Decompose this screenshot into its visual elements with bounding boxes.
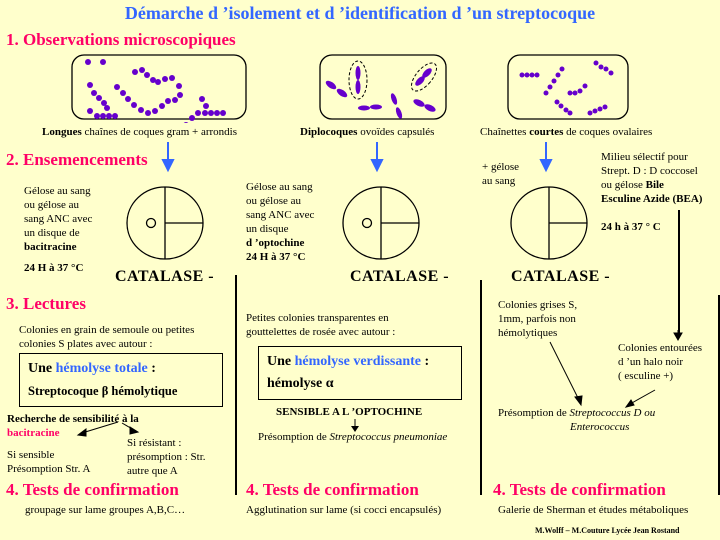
petri-dishes xyxy=(126,186,588,260)
slide-diplococci xyxy=(319,54,447,120)
antibiotic-disc xyxy=(361,217,373,229)
diplococci xyxy=(325,60,438,119)
credit: M.Wolff – M.Couture Lycée Jean Rostand xyxy=(535,526,680,535)
catalase-col3: CATALASE - xyxy=(511,268,611,285)
sensitivity-test: Recherche de sensibilité à la bacitracin… xyxy=(7,413,139,439)
microscopy-slides xyxy=(71,54,629,123)
catalase-col2: CATALASE - xyxy=(350,268,450,285)
blue-arrows xyxy=(161,142,553,173)
caption-short-chains: Chaînettes courtes de coques ovalaires xyxy=(480,126,653,138)
heading-confirmation-2: 4. Tests de confirmation xyxy=(246,480,419,499)
presumption-arrows xyxy=(549,330,683,408)
result-resistant: Si résistant :présomption : Str.autre qu… xyxy=(127,437,206,477)
column-divider xyxy=(480,280,482,495)
result-box-beta: Une hémolyse totale : Streptocoque β hém… xyxy=(19,353,223,407)
caption-diplococci: Diplocoques ovoïdes capsulés xyxy=(300,126,435,138)
antibiotic-disc xyxy=(145,217,157,229)
optochine-sensitive: SENSIBLE A L ’OPTOCHINE xyxy=(276,406,423,418)
caption-long-chains: Longues chaînes de coques gram + arrondi… xyxy=(42,126,238,138)
page-edge-line xyxy=(718,295,720,495)
confirm-col1: groupage sur lame groupes A,B,C… xyxy=(25,504,186,516)
sensitivity-arrows xyxy=(76,421,140,437)
slide-short-chains xyxy=(507,54,629,120)
arrow-down-icon xyxy=(370,159,384,173)
column-divider-right xyxy=(678,210,680,335)
petri-dish-optochine xyxy=(342,186,420,260)
long-chain-cocci xyxy=(85,59,226,123)
heading-confirmation-1: 4. Tests de confirmation xyxy=(6,480,179,499)
short-chain-cocci xyxy=(519,60,614,116)
heading-lectures: 3. Lectures xyxy=(6,294,86,313)
petri-dish-bacitracine xyxy=(126,186,204,260)
column-divider xyxy=(235,275,237,495)
heading-confirmation-3: 4. Tests de confirmation xyxy=(493,480,666,499)
petri-dish-blood-agar xyxy=(510,186,588,260)
heading-ensemencements: 2. Ensemencements xyxy=(6,150,148,169)
confirm-col3: Galerie de Sherman et études métabolique… xyxy=(498,504,689,516)
arrow-down-icon xyxy=(539,159,553,173)
arrow-down-icon xyxy=(161,159,175,173)
result-box-alpha: Une hémolyse verdissante : hémolyse α xyxy=(258,346,462,400)
confirm-col2: Agglutination sur lame (si cocci encapsu… xyxy=(246,504,442,516)
slide-long-chains xyxy=(71,54,247,120)
presumption-strep-d: Présomption de Streptococcus D ou Entero… xyxy=(498,407,656,433)
presumption-pneumoniae: Présomption de Streptococcus pneumoniae xyxy=(258,431,448,443)
arrow-down-icon xyxy=(351,419,359,432)
heading-observations: 1. Observations microscopiques xyxy=(6,30,236,49)
catalase-col1: CATALASE - xyxy=(115,268,215,285)
page-title: Démarche d ’isolement et d ’identificati… xyxy=(124,3,596,23)
